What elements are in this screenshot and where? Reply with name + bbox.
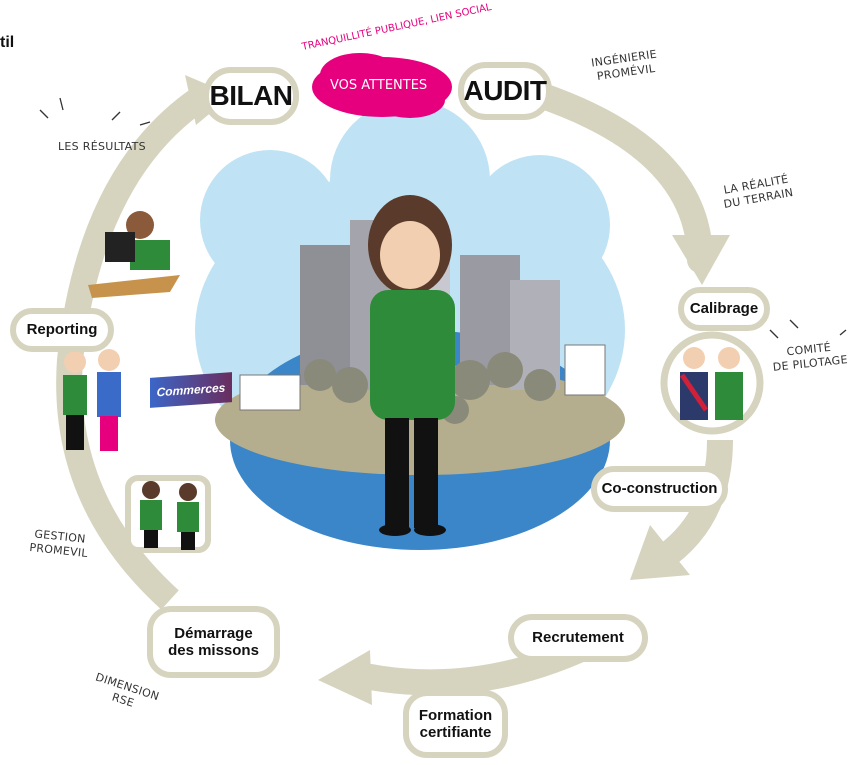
desk-worker: [88, 211, 180, 298]
team-figures: [125, 475, 211, 553]
demarrage-line1: Démarrage: [174, 624, 253, 642]
note-sparkles: [39, 97, 847, 339]
arrowhead-lower-right: [630, 525, 690, 580]
step-bilan: BILAN: [203, 67, 299, 125]
formation-line1: Formation: [418, 706, 493, 724]
step-calibrage: Calibrage: [678, 287, 770, 331]
edge-text-fragment: til: [0, 34, 15, 51]
trees: [304, 352, 556, 424]
arrowhead-right: [672, 235, 730, 285]
note-resultats: LES RÉSULTATS: [58, 140, 146, 153]
cycle-arrow-right: [527, 82, 713, 273]
pink-splash: [312, 53, 452, 118]
demarrage-line2: des missons: [168, 642, 259, 659]
attentes-label: VOS ATTENTES: [330, 78, 428, 93]
step-co-construction: Co-construction: [591, 466, 728, 512]
calibrage-portrait: [660, 331, 764, 435]
arrowhead-bottom: [318, 650, 372, 705]
step-reporting: Reporting: [10, 308, 114, 352]
commerces-banner: Commerces: [150, 372, 232, 408]
step-recrutement: Recrutement: [508, 614, 648, 662]
step-formation: Formation certifiante: [403, 690, 508, 758]
step-demarrage: Démarrage des missons: [147, 606, 280, 678]
formation-line2: certifiante: [419, 724, 492, 741]
step-audit: AUDIT: [458, 62, 552, 120]
central-agent-figure: [368, 195, 455, 536]
reporting-figures: [63, 349, 121, 451]
